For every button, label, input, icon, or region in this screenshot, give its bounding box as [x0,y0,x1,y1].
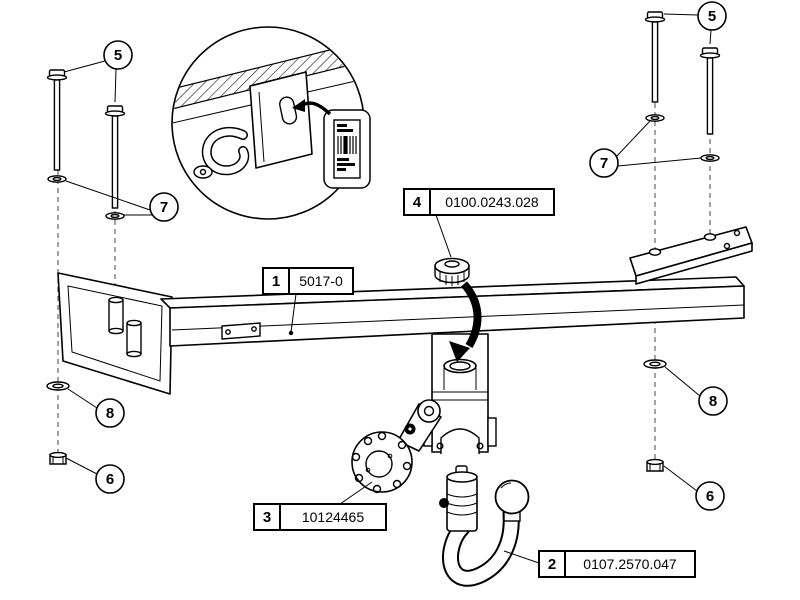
part-labels: 1 5017-0 4 0100.0243.028 3 10124465 2 01… [253,188,696,578]
callout-large-washer-left: 8 [67,388,125,428]
callout-number: 5 [708,8,716,25]
hex-nut [646,458,664,472]
hex-bolt [644,11,666,103]
part3-number: 3 [263,509,271,526]
label-part3: 3 10124465 [253,481,387,531]
callout-washers-left: 7 [65,180,179,222]
center-hole [365,450,393,478]
flat-washer [700,154,720,162]
hex-bolt [699,47,721,135]
large-washer [643,359,667,369]
bushing [108,296,124,335]
part4-number: 4 [413,194,422,211]
callout-bolts-right: 5 [663,1,727,45]
callouts: 5 7 5 7 8 6 [63,1,728,511]
callout-large-washer-right: 8 [664,366,728,416]
right-mount-arm [629,226,753,285]
cover-cap [434,257,470,286]
beam-front-face [169,285,745,347]
callout-nut-left: 6 [65,457,125,494]
label-sticker-inset [323,109,371,189]
left-end-plate [57,272,173,395]
bottom-cutout [440,428,480,454]
part2-code: 0107.2570.047 [583,556,677,572]
flat-washer [47,175,67,183]
part2-number: 2 [548,556,556,573]
callout-number: 8 [106,405,114,422]
callout-number: 8 [709,393,717,410]
label-part1: 1 5017-0 [262,267,354,336]
callout-number: 6 [706,488,714,505]
crossbar-beam [57,226,753,395]
part3-code: 10124465 [302,509,365,525]
lock-cylinder [446,476,478,532]
hex-nut [49,451,67,465]
hex-bolt [104,105,126,209]
callout-number: 7 [160,199,168,216]
vehicle-panel-hatch [173,37,363,113]
bracket-slot [279,96,298,125]
callout-nut-right: 6 [663,465,725,511]
side-flange [487,417,497,447]
beam-id-plate [221,322,261,340]
lock-knob [439,498,449,508]
callout-bolts-left: 5 [63,40,133,103]
part1-number: 1 [272,273,280,290]
bolt-hole [648,248,662,256]
part4-code: 0100.0243.028 [445,194,539,210]
large-washer [46,381,70,391]
fasteners [46,11,721,472]
callout-washers-right: 7 [589,120,702,178]
tow-ball [494,479,530,515]
beam-crease [171,304,745,331]
callout-number: 5 [114,47,122,64]
bolt-hole [703,233,717,241]
hex-bolt [46,69,68,171]
detail-bracket [249,71,313,169]
flat-washer [105,212,125,220]
callout-number: 6 [106,471,114,488]
label-part4: 4 0100.0243.028 [403,188,555,258]
flat-washer [645,114,665,122]
detail-inset-circle [171,26,371,220]
sticker-pointer-arrow [292,99,332,116]
mounting-bracket-plate [351,399,442,494]
callout-number: 7 [600,155,608,172]
bushing [126,319,142,358]
detachable-ball-hitch [439,465,530,587]
assembly-dashed-lines [57,22,711,468]
part1-code: 5017-0 [299,273,343,289]
insert-direction-arrow [449,281,482,362]
label-part2: 2 0107.2570.047 [503,550,696,578]
